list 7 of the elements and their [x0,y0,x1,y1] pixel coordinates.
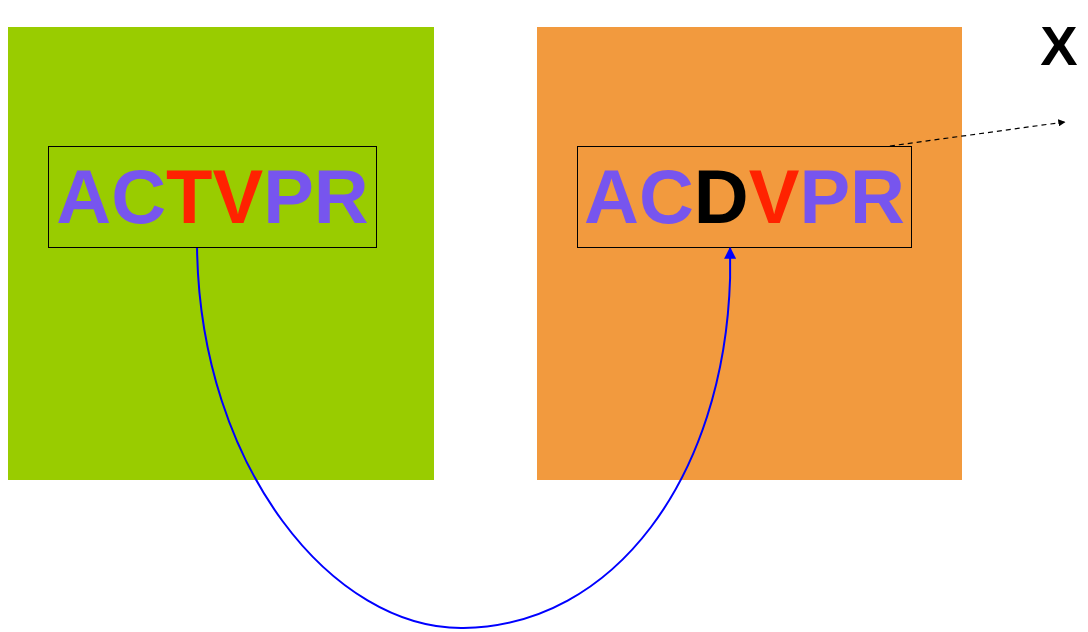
label-text: X [1030,14,1088,122]
sequence-box: ACDVPR [577,146,912,248]
arrow [889,119,1066,147]
sequence-box: ACTVPR [48,146,377,248]
arrow [196,246,737,629]
panel-background [537,27,962,480]
panel-background [8,27,434,480]
